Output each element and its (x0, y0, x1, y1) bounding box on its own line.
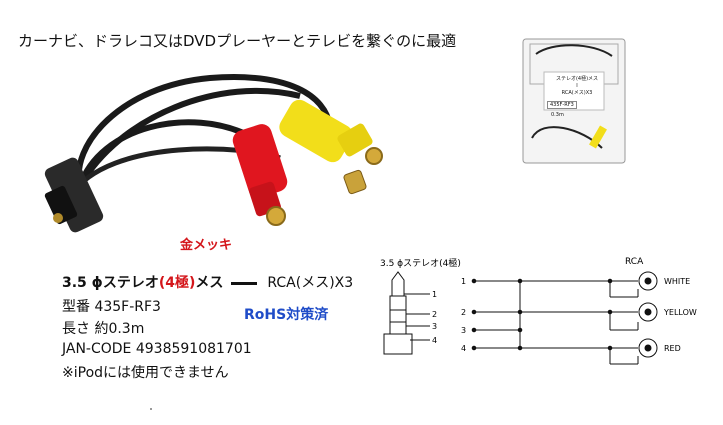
plug-drawing (383, 271, 430, 355)
spec-length: 長さ 約0.3m (62, 321, 145, 337)
package-sticker: 435F-RF3 (547, 101, 577, 109)
output-white-label: WHITE (664, 277, 690, 286)
wiring-diagram: 3.5 ϕステレオ(4極) RCA 1 2 3 4 1 2 3 4 (380, 257, 697, 365)
gold-cap (343, 169, 367, 195)
spec-note: ※iPodには使用できません (62, 365, 229, 381)
spec-model: 型番 435F-RF3 (62, 299, 161, 315)
plug-pin-4: 4 (432, 336, 437, 345)
rca-jack-white (638, 271, 658, 291)
package-label-line2: I (576, 83, 578, 89)
gold-plated-label: 金メッキ (180, 238, 233, 253)
cable-white-branch (75, 74, 333, 187)
package-length: 0.3m (551, 112, 564, 118)
spec-connector-female: メス (195, 275, 224, 291)
rca-jack-red (638, 338, 658, 358)
output-red-label: RED (664, 344, 681, 353)
diagram-rca-label: RCA (625, 257, 644, 267)
stereo-jack-connector (44, 157, 104, 233)
spec-connector-line: 3.5 ϕステレオ(4極)メス RCA(メス)X3 (62, 272, 353, 292)
spec-dash (231, 281, 258, 285)
yellow-rca-connector (279, 99, 383, 165)
rca-jack-yellow (638, 302, 658, 322)
diagram-title: 3.5 ϕステレオ(4極) (380, 257, 461, 269)
schematic-wires (471, 278, 639, 365)
package-label-line1: ステレオ(4極)メス (555, 76, 599, 82)
pin-number-4: 4 (461, 344, 466, 353)
plug-pin-3: 3 (432, 322, 437, 331)
cable-photo (44, 74, 383, 233)
red-rca-connector (232, 124, 288, 226)
package-label-line3: RCA(メス)X3 (561, 90, 593, 96)
spec-jan-code: JAN-CODE 4938591081701 (62, 341, 252, 357)
spec-connector-prefix: 3.5 ϕステレオ (62, 275, 159, 291)
spec-connector-rca: RCA(メス)X3 (267, 275, 354, 291)
output-yellow-label: YELLOW (663, 308, 697, 317)
pin-number-1: 1 (461, 277, 466, 286)
pin-number-3: 3 (461, 326, 466, 335)
cable-yellow-branch (77, 87, 301, 188)
rohs-label: RoHS対策済 (244, 307, 329, 323)
pin-number-2: 2 (461, 308, 466, 317)
stray-dot (150, 408, 152, 410)
headline: カーナビ、ドラレコ又はDVDプレーヤーとテレビを繋ぐのに最適 (18, 32, 457, 50)
spec-connector-poles: (4極) (158, 275, 196, 291)
plug-pin-1: 1 (432, 290, 437, 299)
plug-pin-2: 2 (432, 310, 437, 319)
